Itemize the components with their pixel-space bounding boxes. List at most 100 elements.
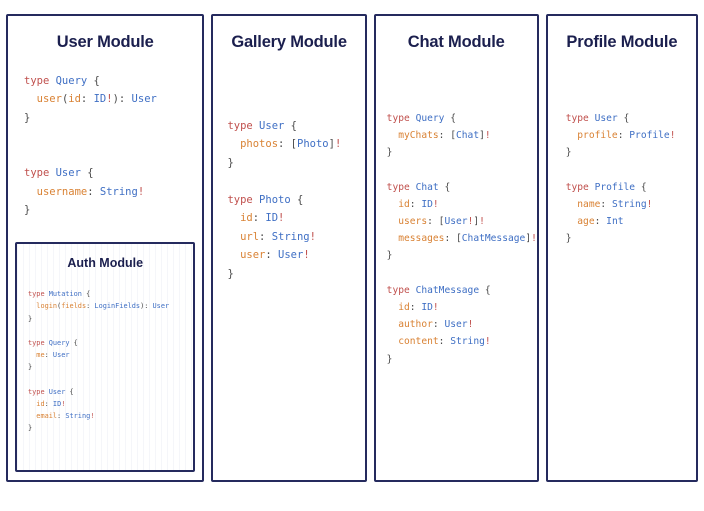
code-token: ID [52, 400, 62, 409]
code-token: { [81, 290, 91, 299]
code-token: type [565, 181, 595, 193]
code-token: ] [525, 233, 532, 245]
module-title-gallery: Gallery Module [231, 33, 347, 51]
code-line: me: User [28, 351, 69, 360]
code-token: { [479, 284, 491, 296]
code-line: } [387, 147, 393, 158]
code-token: email [28, 412, 58, 421]
code-line: id: ID! [28, 400, 65, 408]
module-card-chat[interactable]: Chat Module type Query { myChats: [Chat]… [373, 14, 539, 482]
code-line: login(fields: LoginFields): User [28, 302, 169, 310]
code-token: ] [473, 216, 480, 228]
schema-code-user: type Query { user(id: ID!): User } type … [8, 72, 202, 220]
code-token: fields [61, 302, 87, 311]
code-line: type ChatMessage { [387, 285, 491, 296]
module-title-user: User Module [56, 33, 154, 51]
code-line: author: User! [386, 319, 473, 331]
code-token: id [68, 93, 81, 106]
code-token: : [80, 93, 94, 106]
code-line: username: String! [24, 185, 145, 198]
code-line: type Profile { [566, 182, 647, 193]
code-token: Query [48, 339, 70, 347]
code-token: : [438, 130, 451, 141]
code-token: ! [309, 230, 316, 243]
code-token: } [227, 267, 234, 280]
code-token: : [617, 130, 630, 141]
module-card-gallery[interactable]: Gallery Module type User { photos: [Phot… [211, 14, 367, 482]
code-line: url: String! [227, 231, 316, 243]
code-token: { [80, 167, 94, 180]
code-line: } [24, 112, 30, 124]
code-line: type Mutation { [28, 290, 90, 298]
code-token: : [600, 198, 612, 210]
code-line: } [28, 315, 32, 323]
code-token: } [28, 363, 33, 372]
code-line: user(id: ID!): User [24, 93, 157, 105]
code-token: : [265, 249, 279, 262]
code-token: { [87, 74, 100, 87]
code-token: [ [450, 130, 456, 141]
code-token: type [24, 74, 56, 87]
code-token: messages [386, 233, 445, 245]
code-token: } [386, 353, 393, 365]
code-line: content: String! [386, 336, 490, 348]
code-token: ! [278, 212, 285, 225]
code-token: Chat [456, 130, 480, 141]
code-token: ! [432, 198, 439, 210]
code-token: } [24, 204, 31, 217]
code-token: ! [467, 216, 474, 228]
code-token: content [386, 336, 439, 348]
code-token: name [565, 198, 601, 210]
code-token: login [28, 302, 58, 311]
code-token: url [227, 230, 260, 243]
code-line: } [566, 147, 572, 158]
code-token: type [28, 339, 49, 347]
code-token: String [271, 230, 310, 243]
schema-code-profile: type User { profile: Profile! } type Pro… [548, 110, 696, 248]
code-token: Photo [259, 193, 291, 206]
module-card-user[interactable]: User Module type Query { user(id: ID!): … [6, 14, 205, 482]
code-token: ID [421, 198, 433, 210]
code-line: photos: [Photo]! [227, 138, 341, 150]
code-line: messages: [ChatMessage]! [386, 233, 536, 245]
code-token: Mutation [48, 290, 82, 299]
code-token: profile [565, 130, 618, 141]
code-token: me [28, 351, 45, 360]
code-token: ! [61, 400, 66, 409]
code-token: ! [646, 198, 653, 210]
code-line: type User { [24, 167, 94, 179]
code-token: User [278, 249, 304, 262]
module-card-profile[interactable]: Profile Module type User { profile: Prof… [545, 14, 698, 482]
code-token: { [69, 339, 78, 347]
code-token: { [438, 181, 451, 193]
code-line: id: ID! [227, 212, 284, 224]
nested-module-wrapper-auth: Auth Module type Mutation { login(fields… [15, 242, 196, 472]
code-token: user [24, 93, 62, 106]
code-token: id [227, 212, 253, 225]
code-token: : [259, 230, 272, 243]
code-line: } [28, 363, 32, 371]
code-token: ! [137, 185, 145, 198]
code-token: : [252, 212, 266, 225]
code-token: { [284, 119, 297, 132]
module-title-chat: Chat Module [407, 33, 505, 51]
code-token: type [386, 112, 416, 124]
code-token: : [44, 400, 53, 409]
code-token: ] [328, 138, 335, 151]
code-token: User [48, 387, 66, 396]
code-token: : [278, 138, 291, 151]
code-line: } [28, 424, 32, 432]
code-token: type [565, 112, 595, 124]
code-token: : [409, 302, 422, 314]
code-token: ) [112, 93, 119, 106]
code-token: ( [57, 302, 62, 311]
code-token: author [386, 319, 433, 331]
code-token: [ [438, 216, 445, 228]
schema-code-gallery: type User { photos: [Photo]! } type Phot… [213, 117, 364, 284]
code-token: ! [303, 249, 310, 262]
code-token: { [290, 193, 304, 206]
module-card-auth[interactable]: Auth Module type Mutation { login(fields… [15, 242, 196, 472]
code-token: ! [334, 138, 342, 151]
code-line: } [24, 204, 30, 216]
